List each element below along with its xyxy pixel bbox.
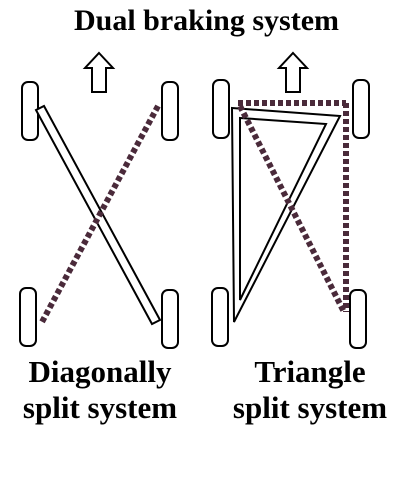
- triangle-split-diagram: [211, 51, 370, 349]
- caption-line: Triangle: [254, 354, 366, 389]
- solid-circuit: [230, 106, 342, 323]
- wheel-icon: [211, 287, 229, 347]
- wheel-icon: [212, 79, 230, 139]
- page-title: Dual braking system: [73, 4, 340, 37]
- arrow-up-icon: [276, 51, 310, 93]
- caption-line: Diagonally: [28, 354, 172, 389]
- diagonal-split-diagram: [19, 51, 179, 349]
- caption-line: split system: [232, 390, 388, 425]
- diagonal-split-caption: Diagonally split system: [0, 354, 200, 426]
- dashed-circuit: [39, 104, 161, 324]
- wheel-icon: [161, 81, 179, 141]
- wheel-icon: [352, 79, 370, 139]
- wheel-icon: [19, 287, 37, 347]
- arrow-up-icon: [82, 51, 116, 93]
- triangle-split-caption: Triangle split system: [210, 354, 410, 426]
- dashed-circuit: [237, 100, 349, 314]
- wheel-icon: [349, 289, 367, 349]
- caption-line: split system: [22, 390, 178, 425]
- wheel-icon: [161, 289, 179, 349]
